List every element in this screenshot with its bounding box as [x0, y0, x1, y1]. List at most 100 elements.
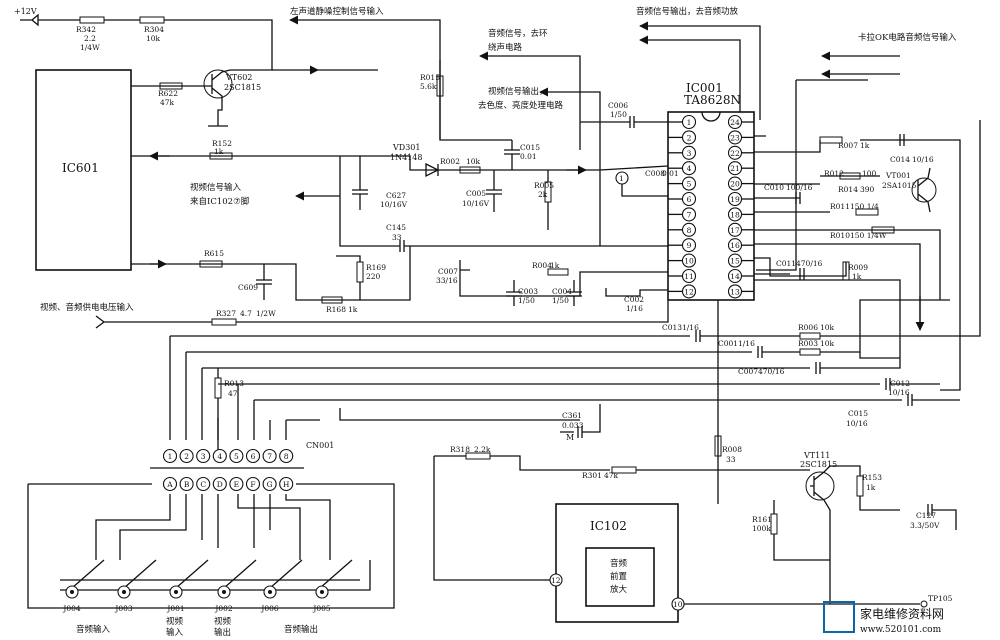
c008-name: C008 [645, 169, 665, 178]
vd301-type: 1N4148 [390, 153, 422, 162]
vt111-name: VT111 [803, 451, 830, 460]
ic001-pin-2-num: 2 [687, 133, 692, 142]
ic102-func-line3: 放大 [610, 584, 628, 595]
r015-name: R015 [420, 73, 440, 82]
tp105-point [920, 600, 928, 608]
cn001-pin-7 [262, 448, 277, 464]
c001-name: C001 [718, 339, 738, 348]
ic001-pin-8-num: 8 [687, 226, 692, 235]
ic601-out-wire [131, 155, 669, 171]
c007b-value: 470/16 [758, 367, 785, 376]
c127-value: 3.3/50V [910, 521, 940, 530]
c010-value: 100/16 [786, 183, 813, 192]
cn001-pin-6 [245, 448, 261, 464]
ic001-pin-10-num: 10 [684, 257, 694, 266]
jack-j004-label: J004 [62, 604, 81, 613]
r161-body [770, 513, 778, 535]
ic001-pin-21-num: 21 [730, 164, 740, 173]
r014-value: 390 [860, 185, 875, 194]
jack-j005-label: J005 [312, 604, 331, 613]
bus-wires [170, 120, 981, 504]
ic001-pin-23 [727, 130, 743, 145]
r008-value: 33 [726, 455, 736, 464]
ic001-pin-1-num: 1 [687, 118, 692, 127]
ic001-label: IC001 [686, 81, 723, 95]
r005-value: 2k [538, 190, 548, 199]
r327-power: 1/2W [256, 309, 276, 318]
c627-value: 10/16V [380, 200, 408, 209]
power-section: +12V R342 2.2 1/4W R304 10k R622 47k VT6… [14, 7, 378, 127]
cn001-pin-8 [279, 448, 294, 464]
r004-name: R004 [532, 261, 552, 270]
r304-name: R304 [144, 25, 164, 34]
r009-name: R009 [848, 263, 868, 272]
mute-ctrl-label: 左声道静噪控制信号输入 [290, 6, 384, 17]
r011-name: R011 [830, 202, 850, 211]
ok-input-wires [796, 55, 900, 81]
jack-j002-center [222, 590, 226, 594]
r008-body [714, 435, 722, 457]
r168-value: 1k [348, 305, 358, 314]
r304-body [139, 16, 165, 24]
r169-name: R169 [366, 263, 386, 272]
r327-body [211, 318, 237, 326]
cn001-pin-f-letter: F [250, 480, 255, 489]
cn001-pin-c-letter: C [200, 480, 206, 489]
ic001-pin-16-num: 16 [730, 241, 740, 250]
r153-body [856, 475, 864, 497]
cn001-pin-3-num: 3 [201, 452, 206, 461]
ic001-pin-14-num: 14 [730, 272, 740, 281]
ic001-pin-12-num: 12 [684, 287, 694, 296]
video-in-label-1: 视频信号输入 [190, 182, 242, 193]
jack-j006-label: J006 [260, 604, 279, 613]
cn001-pin-b [179, 476, 194, 492]
ic001-pin-19-num: 19 [730, 195, 740, 204]
c145-value: 33 [392, 233, 402, 242]
cn001-pin-2-num: 2 [184, 452, 189, 461]
r003-value: 10k [820, 339, 835, 348]
ic001-pin-3 [681, 145, 697, 160]
c005-name: C005 [466, 189, 486, 198]
supply-wire [95, 300, 669, 329]
r011-value: 150 1/4 [850, 202, 879, 211]
cn001-pin-h-letter: H [283, 480, 290, 489]
r007-value: 1k [860, 141, 870, 150]
ic102-label: IC102 [590, 519, 627, 533]
c013-name: C013 [662, 323, 682, 332]
ic001-pin-8 [681, 222, 697, 237]
ic102-pin-10-num: 10 [673, 600, 683, 609]
ic001-pin-14 [727, 268, 743, 284]
c003-value: 1/50 [518, 296, 535, 305]
c609-name: C609 [238, 283, 258, 292]
cn001-pin-5-num: 5 [234, 452, 239, 461]
ic001-pin-19 [727, 191, 743, 207]
ic001-pin-18-num: 18 [730, 210, 740, 219]
r013-value: 47 [228, 389, 238, 398]
audio-ring-label-1: 音频信号，去环 [488, 28, 548, 39]
plus12v-label: +12V [14, 7, 37, 16]
c127-name: C127 [916, 511, 936, 520]
c361-name: C361 [562, 411, 582, 420]
r615-name: R615 [204, 249, 224, 258]
audio-out-amp-wire [639, 21, 761, 120]
cn001-pin-e [229, 476, 244, 492]
r301-body [611, 466, 637, 474]
r008-name: R008 [722, 445, 742, 454]
c015a-value: 0.01 [520, 152, 537, 161]
watermark-logo-icon [823, 601, 855, 633]
c004-name: C004 [552, 287, 572, 296]
r153-value: 1k [866, 483, 876, 492]
ic001-pin-23-num: 23 [730, 133, 740, 142]
c015b-name: C015 [848, 409, 868, 418]
r168-body [321, 296, 343, 304]
c015b-value: 10/16 [846, 419, 868, 428]
r301-value: 47k [604, 471, 619, 480]
r304-value: 10k [146, 34, 161, 43]
mute-ctrl-wire [289, 15, 512, 141]
r006-value: 10k [820, 323, 835, 332]
ic001-pin-5-num: 5 [687, 180, 692, 189]
vt602-transistor [203, 69, 233, 99]
audio-ring-label-2: 绕声电路 [488, 42, 523, 53]
